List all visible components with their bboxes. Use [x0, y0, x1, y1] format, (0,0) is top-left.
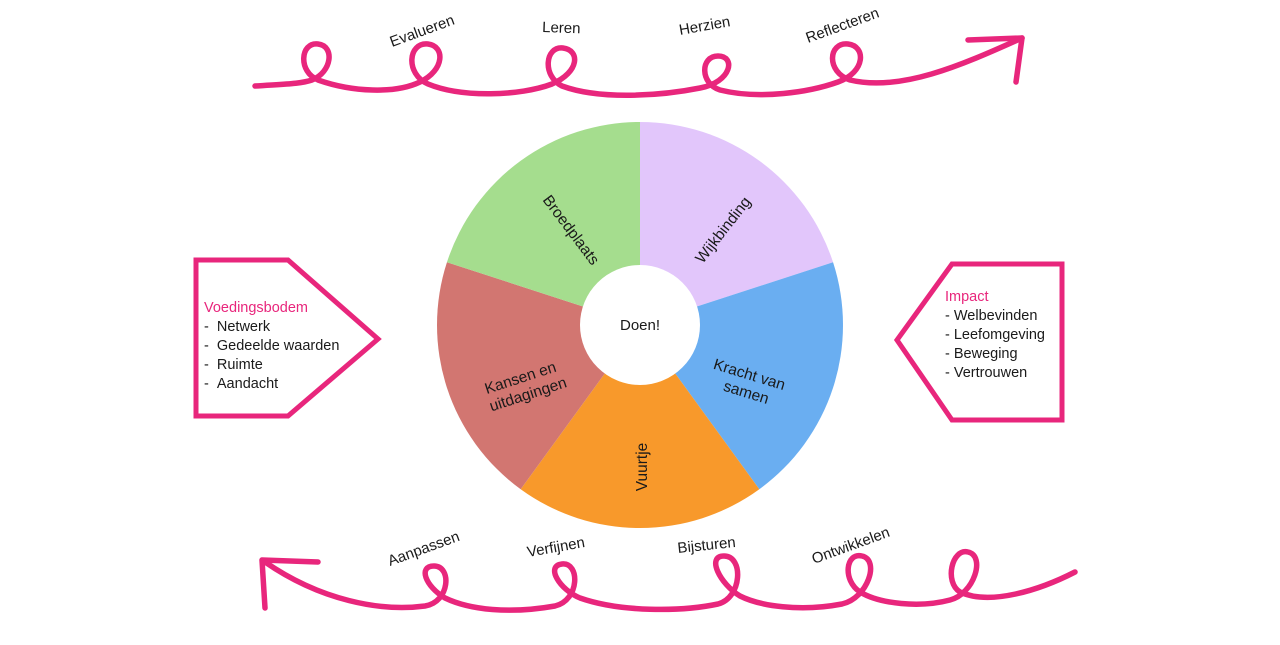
bottom-loop-arrow: Aanpassen Verfijnen Bijsturen Ontwikkele… [259, 524, 1078, 613]
top-arrowhead [965, 35, 1025, 85]
loop-label-bijsturen: Bijsturen [677, 534, 737, 557]
segment-wijkbinding [640, 122, 834, 325]
voedingsbodem-item: Gedeelde waarden [204, 337, 340, 356]
bottom-loop-line [262, 549, 1078, 613]
loop-label-aanpassen: Aanpassen [386, 528, 462, 570]
wheel-hub [580, 265, 700, 385]
loop-label-reflecteren: Reflecteren [804, 5, 882, 47]
loop-label-herzien: Herzien [678, 13, 732, 39]
impact-item: Beweging [945, 345, 1045, 364]
voedingsbodem-item: Netwerk [204, 318, 339, 337]
top-loop-arrow: Evalueren Leren Herzien Reflecteren [252, 5, 1025, 98]
impact-item: Welbevinden [945, 307, 1045, 326]
segment-label-vuurtje-text: Vuurtje [634, 443, 651, 492]
segment-vuurtje [520, 325, 760, 528]
top-loop-line [252, 35, 1025, 98]
wheel: Wijkbinding Kracht van samen Vuurtje Kan… [437, 122, 843, 528]
loop-label-leren: Leren [542, 19, 581, 37]
voedingsbodem-title: Voedingsbodem [204, 300, 308, 316]
loop-label-verfijnen: Verfijnen [526, 534, 586, 561]
voedingsbodem-item: Aandacht [204, 375, 339, 394]
impact-item: Leefomgeving [945, 326, 1045, 345]
bottom-arrowhead [259, 557, 321, 611]
impact-title: Impact [945, 289, 989, 305]
voedingsbodem-list: Netwerk Gedeelde waarden Ruimte Aandacht [204, 318, 340, 394]
impact-list: Welbevinden Leefomgeving Beweging Vertro… [945, 307, 1045, 383]
impact-item: Vertrouwen [945, 364, 1045, 383]
segment-label-vuurtje: Vuurtje [634, 443, 651, 492]
hub-label: Doen! [620, 317, 660, 334]
voedingsbodem-content: Voedingsbodem Netwerk Gedeelde waarden R… [204, 299, 339, 394]
voedingsbodem-item: Ruimte [204, 356, 339, 375]
segment-broedplaats [446, 122, 640, 325]
impact-content: Impact Welbevinden Leefomgeving Beweging… [945, 288, 1045, 383]
